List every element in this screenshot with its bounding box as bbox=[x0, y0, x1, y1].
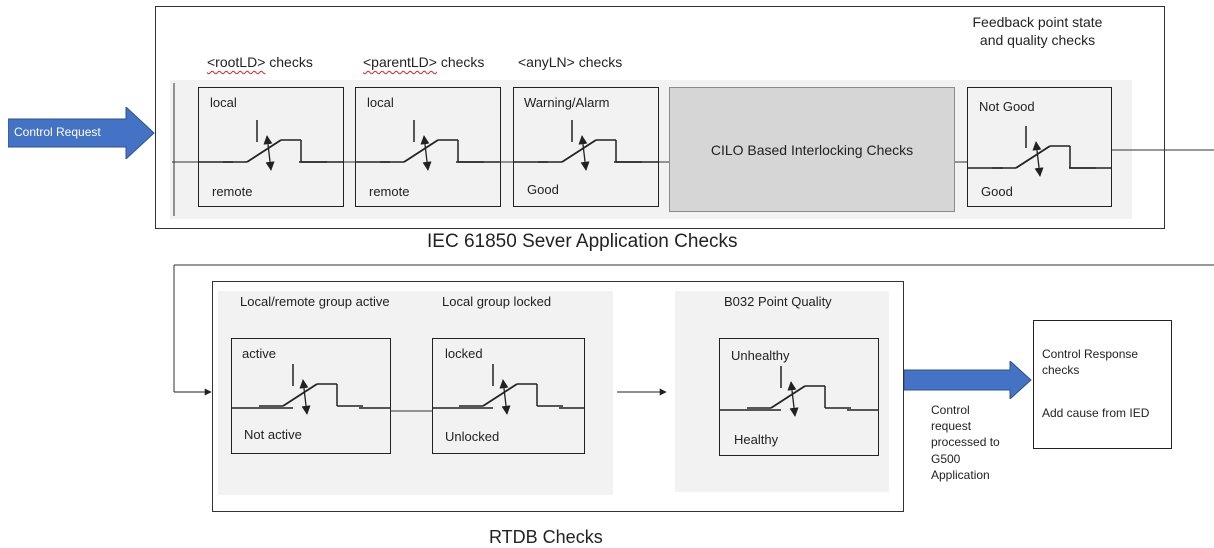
rootld-suffix: checks bbox=[265, 54, 313, 70]
parentld-tag: <parentLD> bbox=[363, 54, 437, 70]
control-response-line1: Control Response checks bbox=[1042, 347, 1139, 378]
parentld-suffix: checks bbox=[436, 54, 485, 70]
local-locked-header: Local group locked bbox=[442, 294, 552, 309]
b032-switch-box bbox=[719, 338, 879, 456]
anyln-checks-header: <anyLN> checks bbox=[518, 54, 623, 70]
b032-header: B032 Point Quality bbox=[724, 294, 832, 309]
rootld-state-top: local bbox=[210, 95, 237, 110]
rootld-state-bottom: remote bbox=[212, 184, 253, 199]
anyln-state-bottom: Good bbox=[527, 182, 559, 197]
feedback-state-bottom: Good bbox=[981, 184, 1013, 199]
control-request-arrow bbox=[8, 107, 155, 159]
control-response-box bbox=[1033, 320, 1172, 449]
iec-section-caption: IEC 61850 Sever Application Checks bbox=[427, 231, 738, 252]
anyln-switch-box bbox=[513, 87, 659, 207]
cilo-interlocking-box: CILO Based Interlocking Checks bbox=[669, 87, 955, 212]
local-remote-switch-box bbox=[231, 338, 391, 454]
local-remote-state-top: active bbox=[242, 346, 276, 361]
control-request-label: Control Request bbox=[14, 125, 101, 139]
local-remote-state-bottom: Not active bbox=[244, 427, 302, 442]
parentld-state-bottom: remote bbox=[369, 184, 410, 199]
local-locked-state-top: locked bbox=[445, 346, 483, 361]
anyln-state-top: Warning/Alarm bbox=[524, 95, 610, 110]
b032-state-bottom: Healthy bbox=[734, 432, 779, 447]
parentld-checks-header: <parentLD> checks bbox=[363, 54, 484, 72]
parentld-state-top: local bbox=[367, 95, 394, 110]
rootld-tag: <rootLD> bbox=[207, 54, 266, 70]
control-response-line2: Add cause from IED bbox=[1042, 406, 1150, 420]
rtdb-section-caption: RTDB Checks bbox=[489, 527, 603, 547]
rootld-switch-box bbox=[198, 87, 344, 207]
processed-arrow bbox=[904, 361, 1032, 399]
control-request-processed-text: Control request processed to G500 Applic… bbox=[931, 403, 1000, 482]
local-locked-switch-box bbox=[432, 338, 585, 454]
feedback-checks-header: Feedback point state and quality checks bbox=[972, 14, 1103, 48]
parentld-switch-box bbox=[355, 87, 501, 207]
feedback-switch-box bbox=[967, 87, 1112, 207]
iec-checks-panel bbox=[170, 80, 1132, 219]
rootld-checks-header: <rootLD> checks bbox=[207, 54, 313, 72]
local-locked-state-bottom: Unlocked bbox=[445, 429, 500, 444]
local-remote-header: Local/remote group active bbox=[240, 294, 390, 309]
feedback-state-top: Not Good bbox=[979, 99, 1035, 114]
b032-state-top: Unhealthy bbox=[731, 348, 790, 363]
